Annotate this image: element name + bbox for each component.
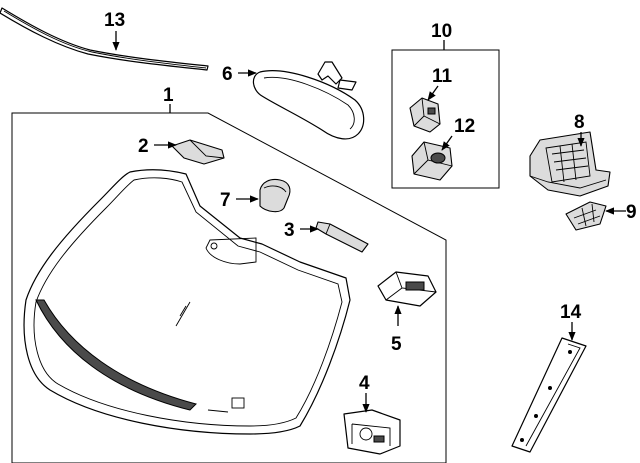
callout-13: 13 [104, 10, 125, 31]
callout-14: 14 [560, 302, 582, 323]
mirror-base-cover-part [259, 178, 291, 213]
callout-10: 10 [431, 21, 452, 42]
callout-11: 11 [432, 66, 453, 87]
callout-6: 6 [222, 64, 233, 85]
rain-sensor-cover-part [171, 139, 225, 165]
rear-view-mirror-part [252, 61, 365, 140]
mount-pad-part [565, 201, 607, 231]
kit-box-10 [391, 49, 500, 189]
callout-3: 3 [284, 220, 295, 241]
callout-4: 4 [359, 373, 370, 394]
windshield-molding-strip-part [315, 221, 369, 253]
rain-sensor-module-part [377, 271, 437, 307]
callout-9: 9 [626, 202, 637, 223]
mirror-button-part [411, 141, 453, 181]
bracket-part [343, 409, 401, 455]
callout-5: 5 [391, 334, 402, 355]
sensor-mount-housing-part [529, 131, 611, 197]
windshield-glass-part [23, 169, 351, 435]
callout-1: 1 [163, 85, 174, 106]
callout-8: 8 [574, 112, 585, 133]
leader-11 [427, 85, 439, 101]
callout-7: 7 [220, 190, 231, 211]
cowl-molding-part [0, 7, 209, 71]
callout-2: 2 [138, 136, 149, 157]
a-pillar-molding-part [511, 337, 587, 453]
mirror-mount-clip-part [409, 97, 441, 133]
windshield-assembly-frame [11, 112, 447, 463]
callout-12: 12 [454, 116, 475, 137]
leader-12 [441, 135, 453, 151]
